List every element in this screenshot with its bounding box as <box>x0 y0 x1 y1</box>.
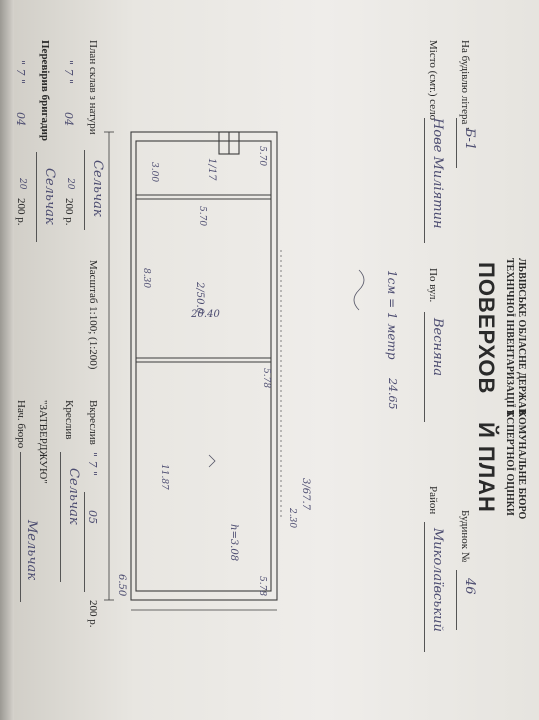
checked-underline <box>36 152 37 242</box>
plan-total-length: 24.65 <box>386 378 399 410</box>
drawn-sig-underline <box>84 150 85 230</box>
head-signature: Мельчак <box>24 520 39 580</box>
room2-dim: 5.70 <box>197 206 207 227</box>
plan-inner-wall <box>135 140 272 592</box>
height-mark <box>208 454 216 468</box>
made-date-prefix: " 7 " <box>86 452 99 477</box>
plan-total-width: 6.50 <box>116 574 127 597</box>
page-edge-shadow <box>0 0 14 720</box>
drawn-year-suffix: 200 р. <box>63 198 75 226</box>
drawn-year: 20 <box>65 178 75 190</box>
checked-year-suffix: 200 р. <box>15 198 27 226</box>
draftsman-label: Креслив <box>63 400 75 440</box>
head-underline <box>20 452 21 602</box>
drawn-month: 04 <box>62 112 75 126</box>
drawn-date-prefix: " 7 " <box>62 60 75 85</box>
corner-note: 2.30 <box>287 508 297 529</box>
room1-label: 1/17 <box>206 158 217 181</box>
head-label: Нач. бюро <box>15 400 27 449</box>
checked-year: 20 <box>17 178 27 190</box>
room1-dim: 5.70 <box>257 146 267 167</box>
room3-side: 11.87 <box>159 464 169 490</box>
made-date-underline <box>84 492 85 592</box>
end-dim: 5.78 <box>257 576 267 597</box>
made-signature: Сельчак <box>66 468 81 525</box>
scale-label: Масштаб 1:100; (1:200) <box>87 260 99 370</box>
checked-label: Перевірив бригадир <box>39 40 51 142</box>
plan-outer-wall <box>130 131 278 601</box>
room1-side: 3.00 <box>149 162 159 183</box>
scribble-1 <box>353 269 365 311</box>
checked-month: 04 <box>14 112 27 126</box>
made-year-suffix: 200 р. <box>87 600 99 628</box>
drawn-label: План склав з натури <box>87 40 99 135</box>
room2-side: 8.30 <box>141 268 151 289</box>
drawn-signature: Сельчак <box>90 160 105 217</box>
made-label: Вкреслив <box>87 400 99 445</box>
room2-label: 2/50.0 <box>194 282 205 314</box>
bureau-label: "ЗАТВЕРДЖУЮ" <box>37 400 49 484</box>
made-month: 05 <box>86 510 99 524</box>
room3-dim: 5.78 <box>261 368 271 389</box>
checked-signature: Сельчак <box>42 168 57 225</box>
plan-scale-note: 1см = 1 метр <box>385 270 399 360</box>
draftsman-underline <box>60 452 61 582</box>
room3-label: 3/67.7 <box>300 478 311 510</box>
room3-height: h=3.08 <box>228 524 239 562</box>
checked-date-prefix: " 7 " <box>14 60 27 85</box>
